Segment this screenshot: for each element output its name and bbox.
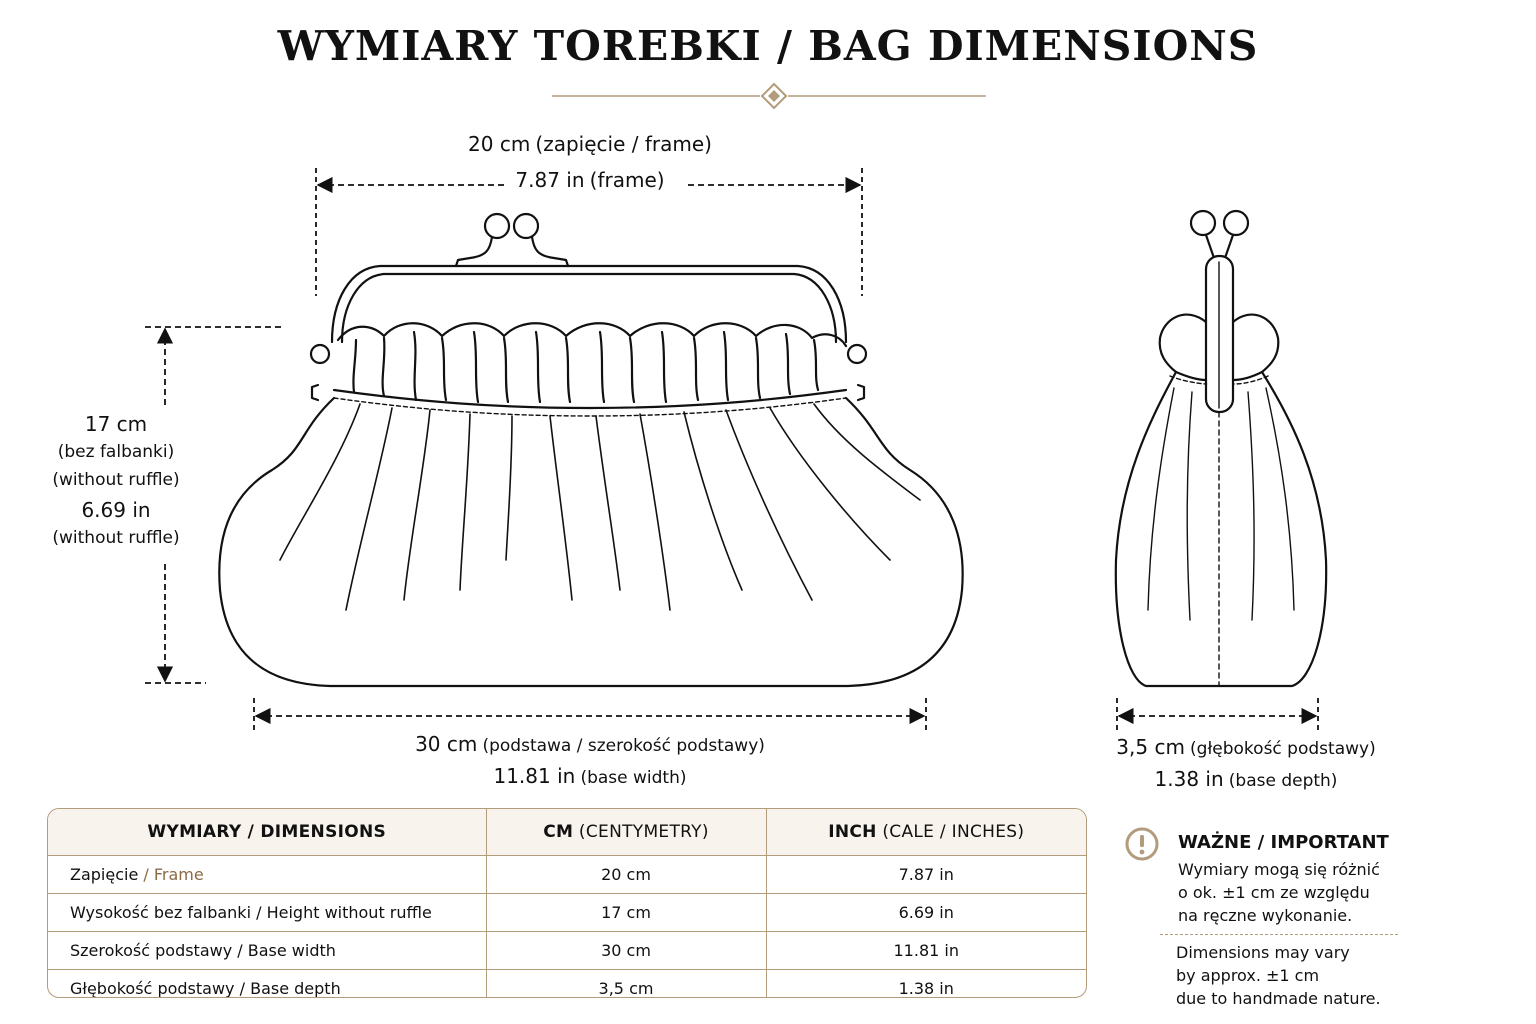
dimension-lines (145, 168, 1319, 730)
row-cm: 3,5 cm (486, 969, 767, 997)
frame-cm-note: (zapięcie / frame) (535, 132, 712, 156)
frame-in: 7.87 in (515, 168, 585, 192)
title-ornament (552, 82, 986, 110)
header-inch: INCH (CALE / INCHES) (766, 809, 1086, 856)
base-depth-cm-note: (głębokość podstawy) (1190, 739, 1376, 759)
frame-in-note: (frame) (589, 168, 665, 192)
row-label: Głębokość podstawy / Base depth (48, 969, 487, 997)
header-cm: CM (CENTYMETRY) (486, 809, 767, 856)
table-header-row: WYMIARY / DIMENSIONS CM (CENTYMETRY) INC… (48, 809, 1086, 856)
row-label: Wysokość bez falbanki / Height without r… (48, 893, 487, 932)
row-cm: 17 cm (486, 893, 767, 932)
row-label: Szerokość podstawy / Base width (48, 931, 487, 970)
table-row: Szerokość podstawy / Base width 30 cm 11… (48, 931, 1086, 970)
row-inch: 11.81 in (766, 931, 1086, 970)
exclamation-circle-icon (1125, 827, 1159, 861)
row-inch: 1.38 in (766, 969, 1086, 997)
row-cm: 20 cm (486, 855, 767, 894)
height-note-pl: (bez falbanki) (57, 442, 175, 462)
base-width-cm-note: (podstawa / szerokość podstawy) (482, 736, 765, 756)
row-inch: 7.87 in (898, 865, 954, 884)
frame-cm: 20 cm (468, 132, 531, 156)
row-label: Zapięcie / Frame (48, 855, 487, 894)
note-heading: WAŻNE / IMPORTANT (1178, 832, 1389, 853)
base-depth-in: 1.38 in (1154, 767, 1224, 791)
note-text-en: Dimensions may vary by approx. ±1 cm due… (1176, 943, 1381, 1008)
note-divider (1160, 934, 1398, 935)
table-row: Głębokość podstawy / Base depth 3,5 cm 1… (48, 969, 1086, 997)
height-in: 6.69 in (81, 498, 151, 522)
row-cm: 30 cm (486, 931, 767, 970)
dimensions-table: WYMIARY / DIMENSIONS CM (CENTYMETRY) INC… (47, 808, 1087, 998)
page-title: WYMIARY TOREBKI / BAG DIMENSIONS (277, 22, 1259, 70)
row-inch: 6.69 in (766, 893, 1086, 932)
note-text-pl: Wymiary mogą się różnić o ok. ±1 cm ze w… (1178, 860, 1380, 925)
frame-dimension-label: 20 cm (zapięcie / frame) 7.87 in (frame) (390, 130, 790, 196)
height-cm: 17 cm (84, 412, 148, 436)
base-width-dimension-label: 30 cm (podstawa / szerokość podstawy) 11… (340, 730, 840, 792)
base-width-in: 11.81 in (493, 764, 576, 788)
height-dimension-label: 17 cm (bez falbanki) (without ruffle) 6.… (30, 410, 202, 552)
bag-front-view (218, 212, 964, 688)
base-width-cm: 30 cm (415, 732, 478, 756)
base-depth-dimension-label: 3,5 cm (głębokość podstawy) 1.38 in (bas… (1076, 733, 1416, 795)
bag-side-view (1114, 209, 1328, 688)
base-depth-cm: 3,5 cm (1116, 735, 1185, 759)
table-row: Wysokość bez falbanki / Height without r… (48, 893, 1086, 932)
height-note-en: (without ruffle) (52, 470, 180, 490)
base-width-in-note: (base width) (580, 768, 687, 788)
base-depth-in-note: (base depth) (1228, 771, 1338, 791)
height-in-note: (without ruffle) (52, 528, 180, 548)
header-dimensions: WYMIARY / DIMENSIONS (48, 809, 487, 856)
table-row: Zapięcie / Frame 20 cm 7.87 in (48, 855, 1086, 894)
